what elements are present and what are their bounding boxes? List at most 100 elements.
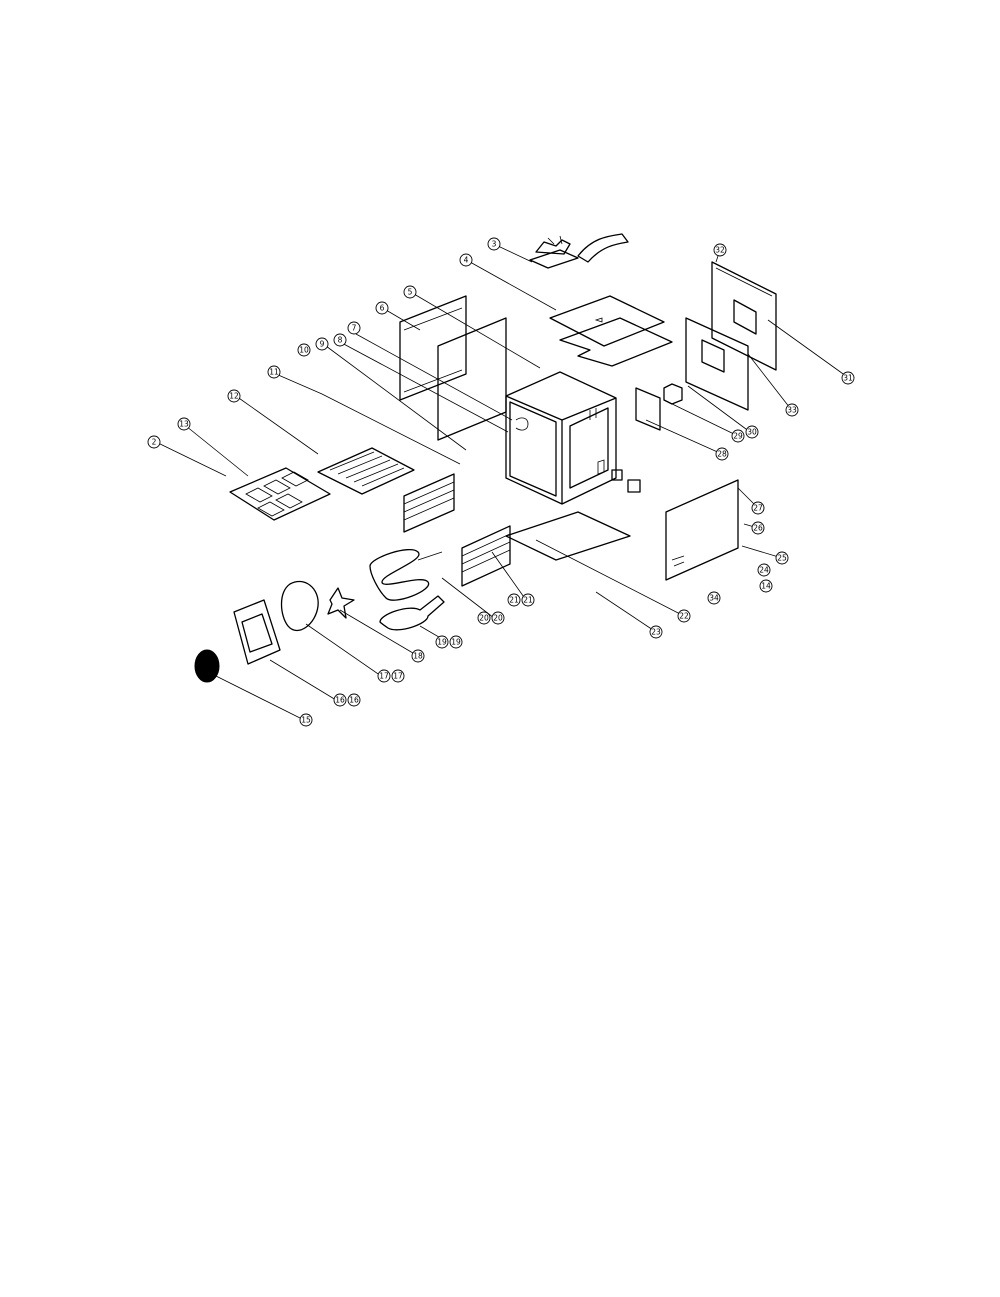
callout-circle (713, 243, 727, 257)
callout-number: 17 (379, 672, 389, 681)
callout-circle (759, 579, 773, 593)
callout-c14: 14 (759, 579, 773, 593)
callout-c2: 2 (147, 435, 161, 449)
callout-number: 8 (338, 336, 343, 345)
callout-c32: 32 (713, 243, 727, 257)
fan-shroud (280, 580, 319, 632)
callout-number: 6 (380, 304, 385, 313)
callout-number: 23 (651, 628, 661, 637)
callout-number: 2 (152, 438, 157, 447)
callout-number: 30 (747, 428, 757, 437)
callout-number: 9 (320, 340, 325, 349)
fan-grille (194, 649, 220, 683)
callout-c26: 26 (751, 521, 765, 535)
callout-circle (227, 389, 241, 403)
fan-blade (327, 587, 355, 619)
callout-circle (347, 693, 361, 707)
callout-circle (391, 669, 405, 683)
callout-c13: 13 (177, 417, 191, 431)
callout-c16b: 16 (347, 693, 361, 707)
callout-number: 13 (179, 420, 189, 429)
callout-c11: 11 (267, 365, 281, 379)
callout-circle (267, 365, 281, 379)
callout-number: 29 (733, 432, 743, 441)
top-panel (549, 295, 673, 367)
callout-c24: 24 (757, 563, 771, 577)
callout-number: 12 (229, 392, 239, 401)
callout-circle (299, 713, 313, 727)
callout-circle (715, 447, 729, 461)
bottom-panel (505, 511, 631, 561)
callout-number: 19 (437, 638, 447, 647)
callout-c25: 25 (775, 551, 789, 565)
right-side-panel (665, 479, 739, 581)
callout-circle (315, 337, 329, 351)
callout-circle (377, 669, 391, 683)
callout-c18: 18 (411, 649, 425, 663)
callout-number: 5 (408, 288, 413, 297)
callout-circle (147, 435, 161, 449)
callout-c7: 7 (347, 321, 361, 335)
callout-circle (745, 425, 759, 439)
callout-number: 34 (709, 594, 719, 603)
callout-circle (841, 371, 855, 385)
callout-c9: 9 (315, 337, 329, 351)
callout-circle (649, 625, 663, 639)
callout-number: 24 (759, 566, 769, 575)
callout-circle (375, 301, 389, 315)
callout-number: 33 (787, 406, 797, 415)
callout-number: 15 (301, 716, 311, 725)
callout-circle (757, 563, 771, 577)
rear-baffle (233, 599, 281, 665)
callout-circle (333, 333, 347, 347)
callout-circle (775, 551, 789, 565)
callout-c19: 19 (435, 635, 449, 649)
broil-pan-13 (229, 467, 331, 521)
callout-c27: 27 (751, 501, 765, 515)
callout-number: 32 (715, 246, 725, 255)
callout-c17b: 17 (391, 669, 405, 683)
callout-circle (507, 593, 521, 607)
callout-c19b: 19 (449, 635, 463, 649)
rack-support-left (403, 473, 455, 533)
callout-circle (677, 609, 691, 623)
callout-c28: 28 (715, 447, 729, 461)
oven-cavity (505, 371, 617, 505)
callout-circle (491, 611, 505, 625)
callout-c33: 33 (785, 403, 799, 417)
control-bracket (611, 383, 683, 493)
callout-circle (333, 693, 347, 707)
callout-c5: 5 (403, 285, 417, 299)
callout-c3: 3 (487, 237, 501, 251)
rear-panel (711, 261, 777, 371)
callout-number: 3 (492, 240, 497, 249)
callout-number: 22 (679, 612, 689, 621)
rack-support-right (461, 525, 511, 587)
callout-c21b: 21 (521, 593, 535, 607)
callout-number: 4 (464, 256, 469, 265)
bake-element (379, 595, 445, 631)
callout-c8: 8 (333, 333, 347, 347)
callout-circle (785, 403, 799, 417)
callout-circle (477, 611, 491, 625)
callout-number: 17 (393, 672, 403, 681)
callout-c4: 4 (459, 253, 473, 267)
callout-c29: 29 (731, 429, 745, 443)
callout-number: 10 (299, 346, 309, 355)
callout-c30: 30 (745, 425, 759, 439)
callout-circle (751, 521, 765, 535)
callout-number: 14 (761, 582, 771, 591)
callout-number: 20 (493, 614, 503, 623)
leader-lines (155, 245, 847, 721)
callout-number: 16 (349, 696, 359, 705)
callout-c23: 23 (649, 625, 663, 639)
callout-number: 21 (523, 596, 533, 605)
callout-number: 16 (335, 696, 345, 705)
callout-circle (347, 321, 361, 335)
callout-c34: 34 (707, 591, 721, 605)
callout-c10: 10 (297, 343, 311, 357)
callout-number: 21 (509, 596, 519, 605)
callout-c15: 15 (299, 713, 313, 727)
callout-circle (297, 343, 311, 357)
